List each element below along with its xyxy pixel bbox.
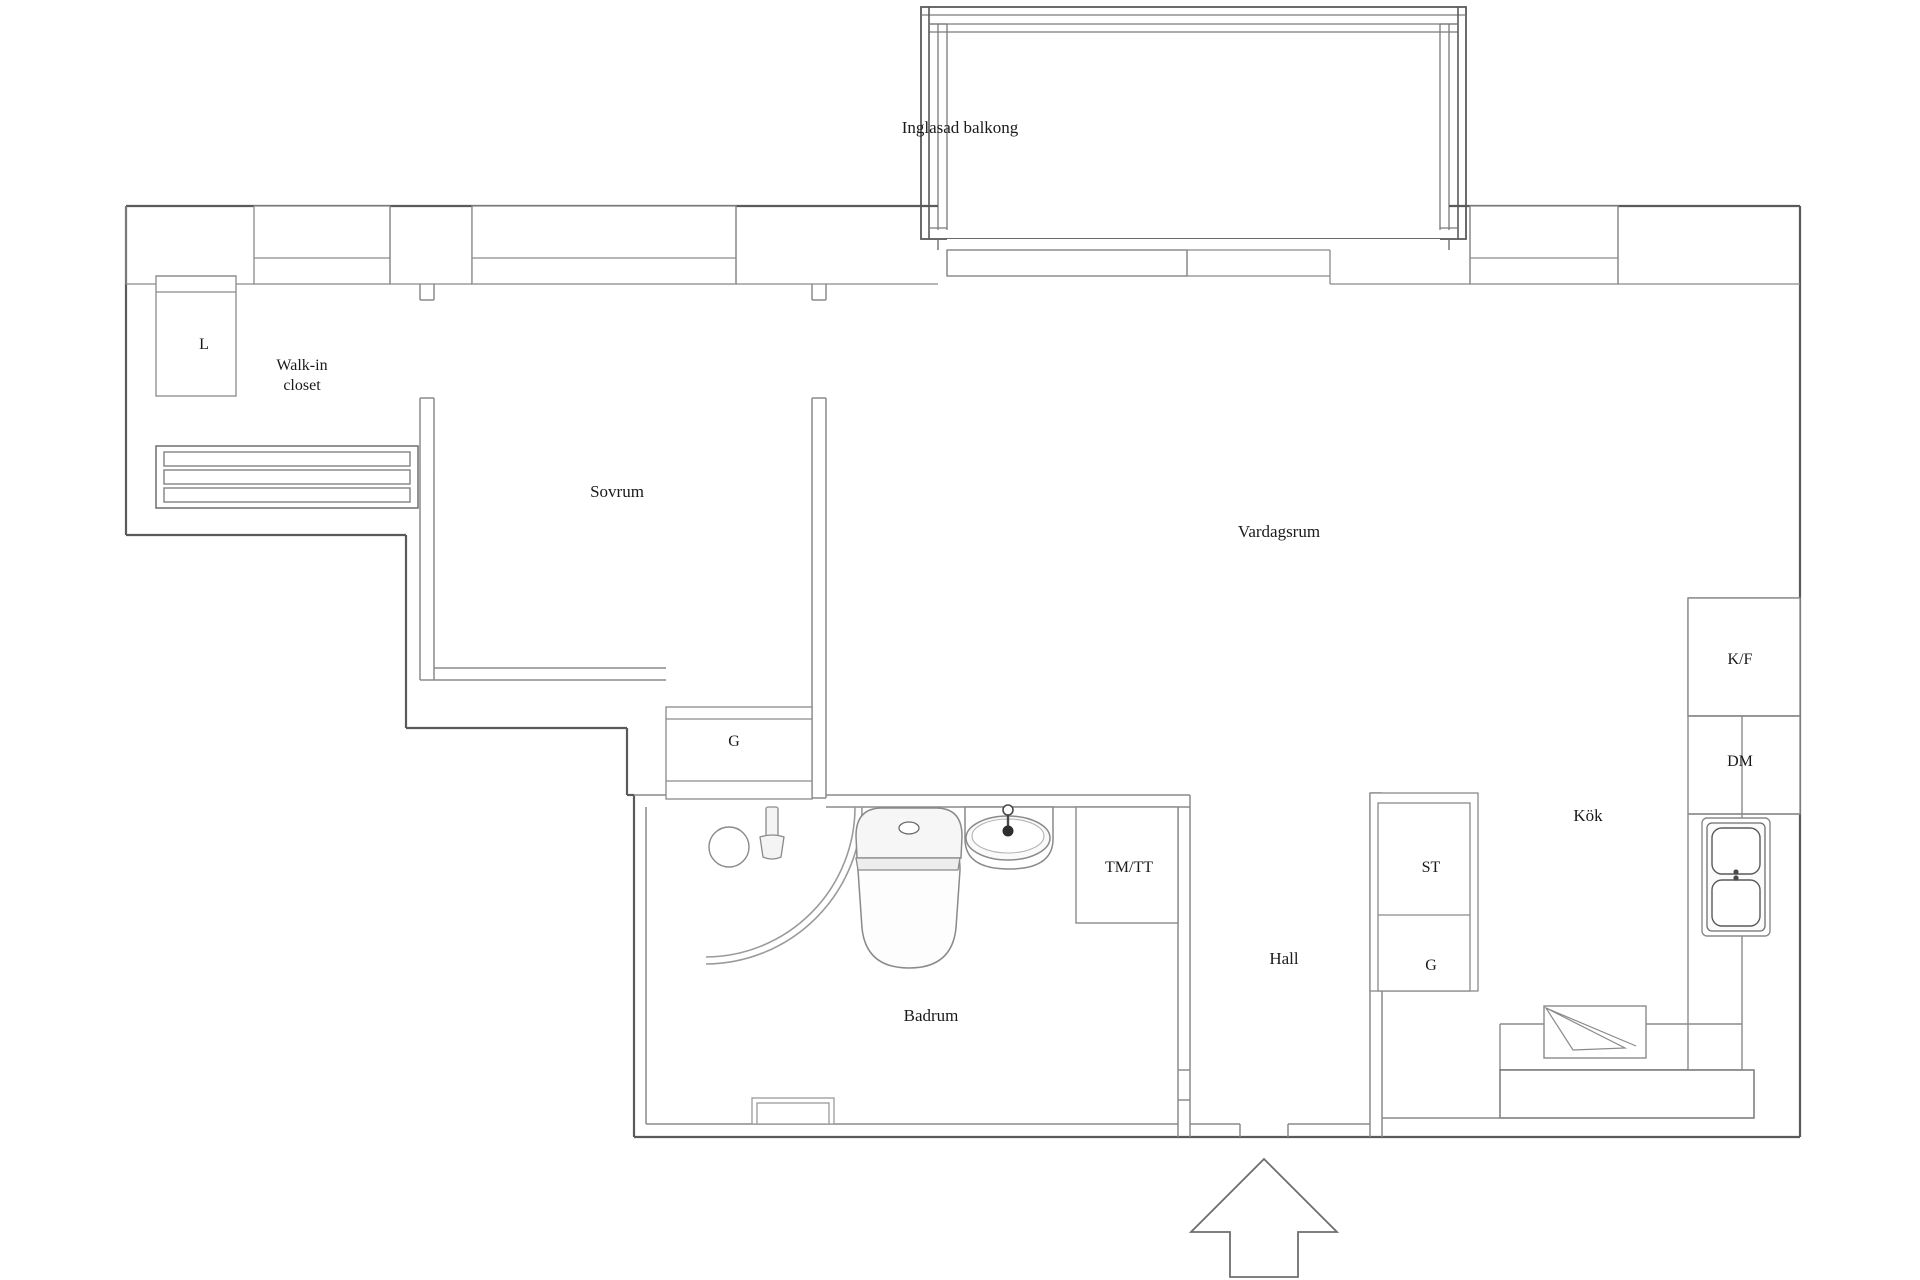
kitchen-window-icon: [1543, 1005, 1647, 1059]
wardrobe-sovrum-G: [665, 706, 813, 800]
shower-mixer-icon: [759, 806, 785, 860]
toilet-icon: [855, 807, 963, 969]
bathroom-window: [751, 1097, 835, 1125]
balcony-structure: [920, 6, 1467, 250]
washbasin-icon: [964, 804, 1054, 870]
top-wall-windows-right: [946, 205, 1800, 285]
kitchen-cabinetry: [1382, 597, 1801, 1119]
kitchen-double-sink-icon: [1701, 817, 1771, 937]
washer-dryer-box: [1075, 806, 1179, 924]
closet-shelving-icon: [155, 445, 419, 509]
linen-closet-L: [155, 275, 237, 397]
shower-screen-arc-icon: [705, 806, 863, 965]
interior-walls: [419, 284, 1383, 1137]
entrance-arrow-icon: [1188, 1157, 1340, 1278]
top-wall-windows-left: [125, 205, 938, 285]
exterior-walls: [124, 204, 1802, 1139]
shower-drain-icon: [708, 826, 750, 868]
hall-cabinets: [1369, 792, 1479, 992]
